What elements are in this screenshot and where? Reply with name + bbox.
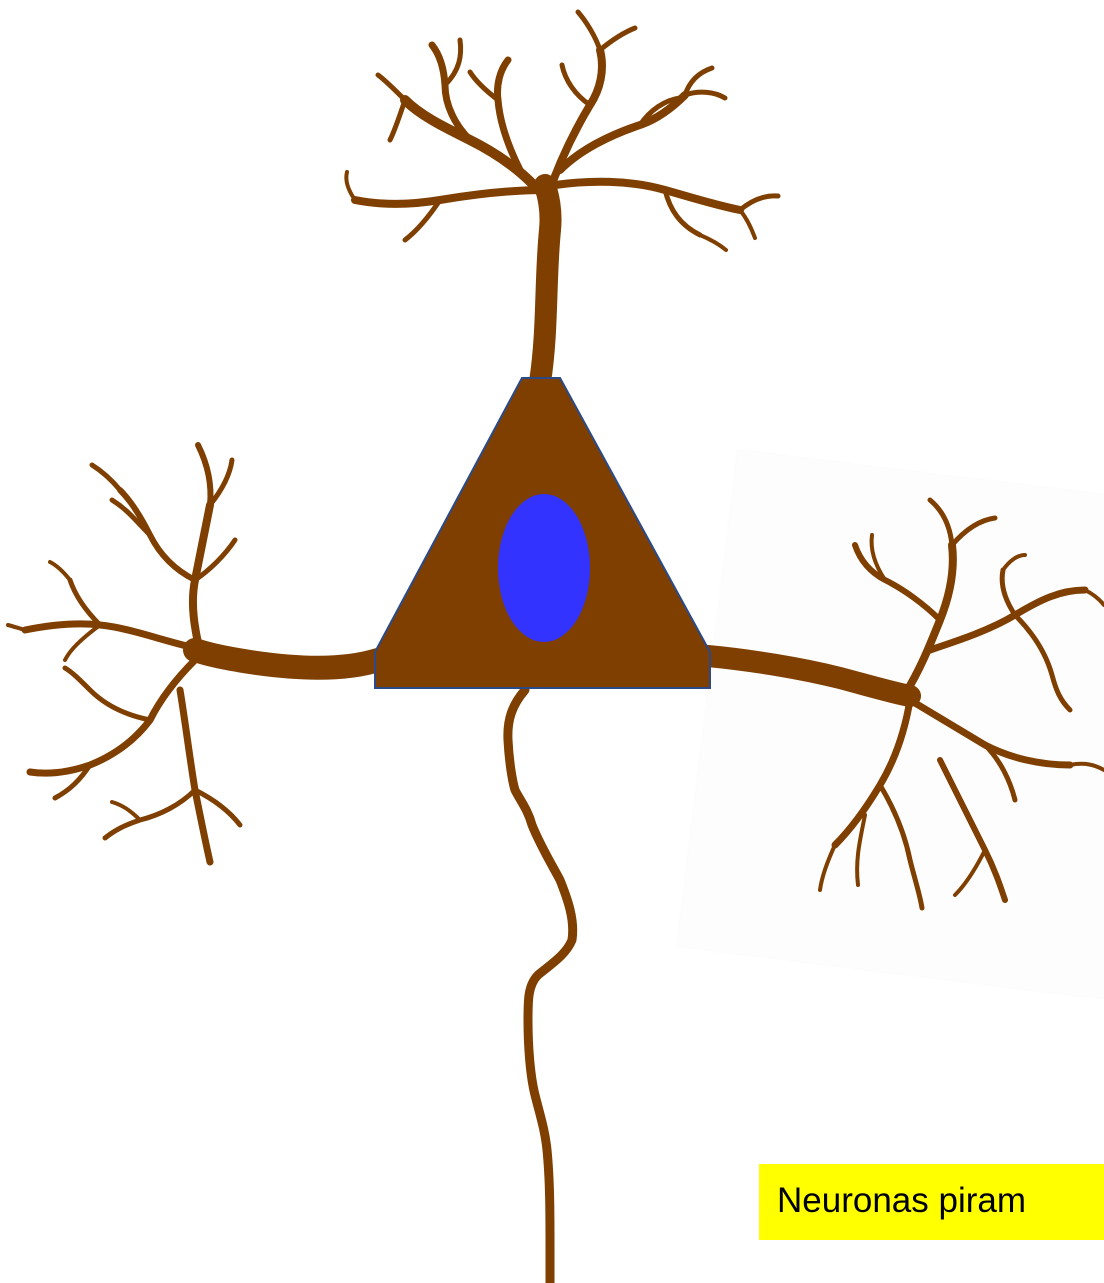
apical-dendrite [346,12,778,382]
nucleus [498,494,590,642]
caption-label: Neuronas piram [759,1164,1104,1240]
left-basal-dendrite [8,445,378,862]
caption-text: Neuronas piram [777,1181,1026,1220]
left-dendrite-trunk [195,650,378,668]
right-dendrite-trunk [708,656,910,696]
right-basal-dendrite [708,500,1104,908]
apical-dendrite-trunk [540,185,551,382]
axon [508,690,573,1283]
